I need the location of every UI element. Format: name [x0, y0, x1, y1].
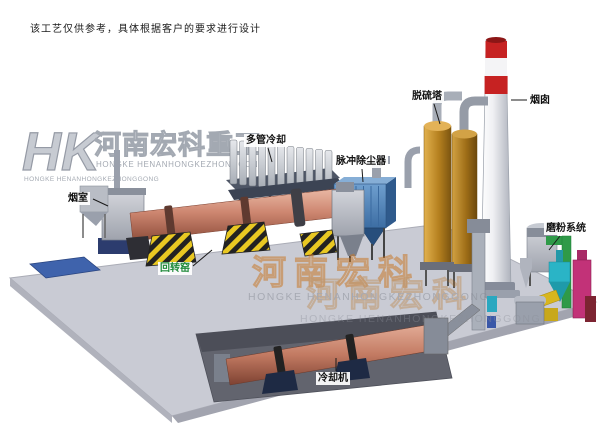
- kiln-tyre-ring: [164, 205, 176, 240]
- kiln-hood: [331, 182, 365, 256]
- logo-caption: HONGKE HENANHONGKEZHONGGONG: [24, 176, 159, 183]
- watermark-en: HONGKE HENANHONGKEZHONGGONG: [248, 291, 489, 303]
- label-pulse-dust-collector: 脉冲除尘器: [334, 155, 388, 168]
- label-cooling-machine: 冷却机: [316, 372, 350, 385]
- label-multi-tube-cooler: 多管冷却: [244, 134, 288, 147]
- grinding-system: [514, 223, 596, 325]
- company-logo-watermark: HK HONGKE HENANHONGKEZHONGGONG 河南宏科重工 HO…: [21, 121, 265, 183]
- kiln-girth-gear: [290, 188, 306, 227]
- rotary-kiln: [129, 188, 340, 242]
- label-chimney: 烟囱: [528, 94, 552, 107]
- logo-company-name-en: HONGKE HENANHONGKEZHONGGONG: [96, 160, 265, 169]
- logo-monogram: HK: [22, 122, 104, 182]
- hazard-pier: [145, 231, 197, 267]
- hazard-pier: [299, 229, 338, 257]
- blue-pad: [29, 256, 101, 279]
- label-desulfurization-tower: 脱硫塔: [410, 90, 444, 103]
- cyclone-separator: [548, 261, 571, 283]
- grinding-mill: [515, 301, 545, 325]
- watermark-cn-echo: 河南宏科: [306, 275, 474, 314]
- desulfurization-towers: [420, 121, 480, 288]
- watermark-cn: 河南宏科: [252, 253, 420, 292]
- disclaimer-text: 该工艺仅供参考，具体根据客户的要求进行设计: [30, 24, 261, 35]
- kiln-tyre-ring: [240, 196, 252, 231]
- label-grinding-system: 磨粉系统: [544, 222, 588, 235]
- watermark-en-echo: HONGKE HENANHONGKEZHONGGONG: [300, 313, 541, 325]
- hazard-pier: [221, 221, 271, 255]
- center-watermark: 河南宏科 河南宏科 HONGKE HENANHONGKEZHONGGONG HO…: [248, 252, 541, 325]
- kiln-supports: [126, 221, 338, 267]
- label-smoke-chamber: 烟室: [66, 192, 90, 205]
- label-leader-lines: [92, 99, 561, 371]
- label-rotary-kiln: 回转窑: [158, 262, 192, 275]
